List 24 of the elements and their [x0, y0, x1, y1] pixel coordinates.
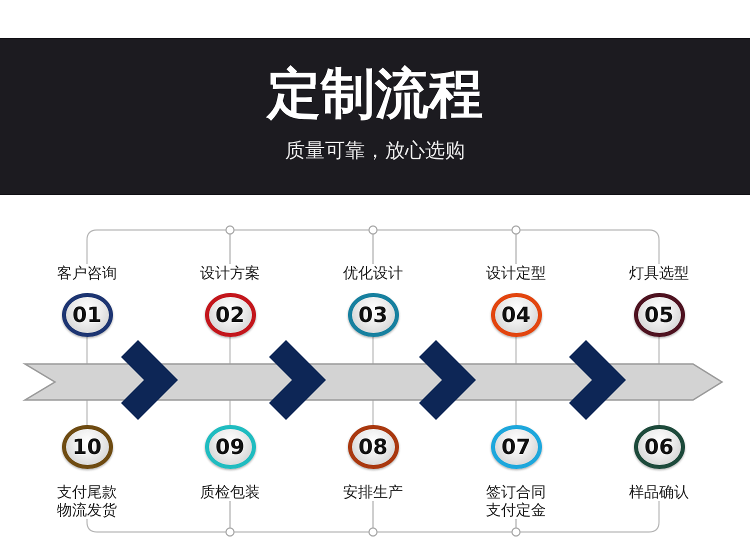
step-number-badge: 08: [348, 425, 398, 469]
step-label: 客户咨询: [56, 264, 118, 282]
subtitle: 质量可靠，放心选购: [285, 137, 465, 163]
step-label: 质检包装: [199, 483, 261, 501]
step-number-badge: 03: [348, 293, 398, 337]
step-label: 安排生产: [342, 483, 404, 501]
step-label: 设计定型: [485, 264, 547, 282]
step-label: 灯具选型: [628, 264, 690, 282]
step-number-badge: 07: [490, 425, 542, 469]
step-label: 优化设计: [342, 264, 404, 282]
step-number-badge: 09: [204, 425, 256, 469]
step-number-badge: 04: [490, 293, 542, 337]
step-number-badge: 06: [634, 425, 684, 469]
connector-line: [515, 229, 660, 264]
step-label: 样品确认: [628, 483, 690, 501]
step-label: 支付尾款物流发货: [56, 483, 118, 519]
step-label: 设计方案: [199, 264, 261, 282]
connector-line: [86, 501, 231, 533]
title: 定制流程: [267, 62, 483, 126]
step-number-badge: 02: [204, 293, 256, 337]
step-number-badge: 05: [634, 293, 684, 337]
step-label: 签订合同支付定金: [485, 483, 547, 519]
step-number-badge: 10: [62, 425, 112, 469]
step-number-badge: 01: [62, 293, 112, 337]
